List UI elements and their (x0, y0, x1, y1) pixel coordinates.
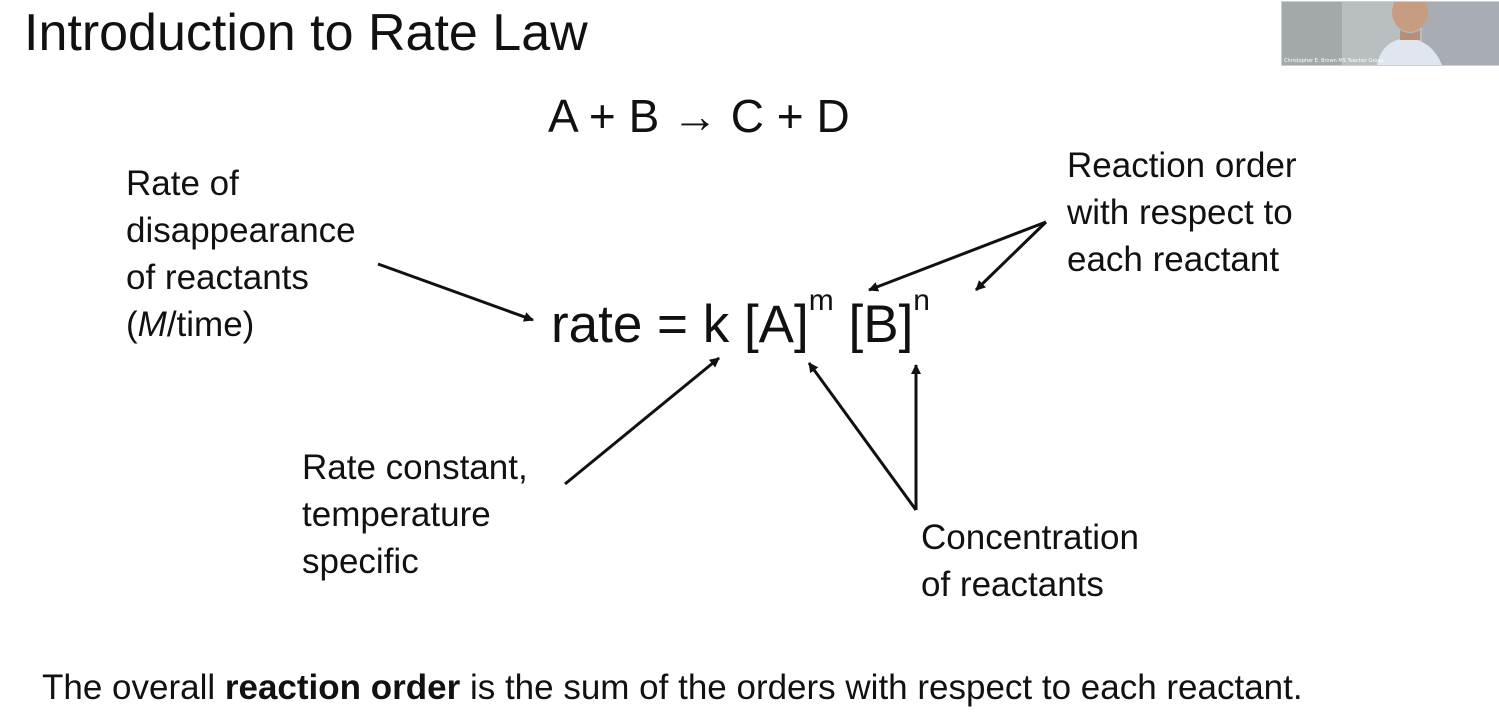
rate-annotation-line: disappearance (126, 211, 356, 250)
rate-law-lhs: rate = k [A] (551, 295, 809, 354)
summary-statement: The overall reaction order is the sum of… (42, 665, 1303, 710)
reaction-equation: A + B → C + D (548, 90, 850, 142)
rate-constant-line: Rate constant, (302, 448, 528, 487)
arrow-rate-to-equation (377, 262, 534, 322)
summary-prefix: The overall (42, 668, 225, 707)
order-annotation-line: with respect to (1067, 193, 1293, 232)
rate-annotation-line: of reactants (126, 258, 309, 297)
rate-law-equation: rate = k [A]m [B]n (551, 286, 930, 358)
arrow-conc-to-a (807, 362, 918, 511)
rate-constant-line: temperature (302, 495, 491, 534)
rate-annotation: Rate of disappearance of reactants (M/ti… (126, 160, 356, 348)
order-annotation-line: Reaction order (1067, 146, 1297, 185)
summary-suffix: is the sum of the orders with respect to… (460, 668, 1303, 707)
concentration-line: Concentration (921, 518, 1139, 557)
rate-constant-annotation: Rate constant, temperature specific (302, 444, 528, 585)
order-annotation: Reaction order with respect to each reac… (1067, 142, 1297, 283)
order-annotation-line: each reactant (1067, 240, 1280, 279)
rate-constant-line: specific (302, 542, 419, 581)
rate-units: (M/time) (126, 301, 356, 348)
webcam-caption: Christopher E. Brown MS Teacher Group (1284, 58, 1384, 64)
arrow-k-to-constant (564, 356, 720, 486)
summary-bold-term: reaction order (224, 668, 461, 707)
rate-units-molarity: M (137, 305, 167, 344)
slide-title: Introduction to Rate Law (24, 4, 588, 62)
arrow-order-to-m (868, 220, 1047, 292)
exponent-n: n (913, 284, 930, 317)
rate-units-open: ( (126, 305, 138, 344)
rate-annotation-line: Rate of (126, 164, 239, 203)
concentration-line: of reactants (921, 565, 1104, 604)
arrow-order-to-n (974, 220, 1048, 292)
exponent-m: m (808, 284, 834, 317)
rate-units-rest: /time) (166, 305, 255, 344)
presenter-video-frame (1282, 2, 1499, 65)
webcam-thumbnail[interactable]: Christopher E. Brown MS Teacher Group (1281, 1, 1499, 66)
rate-law-b-term: [B] (833, 295, 914, 354)
concentration-annotation: Concentration of reactants (921, 514, 1139, 608)
